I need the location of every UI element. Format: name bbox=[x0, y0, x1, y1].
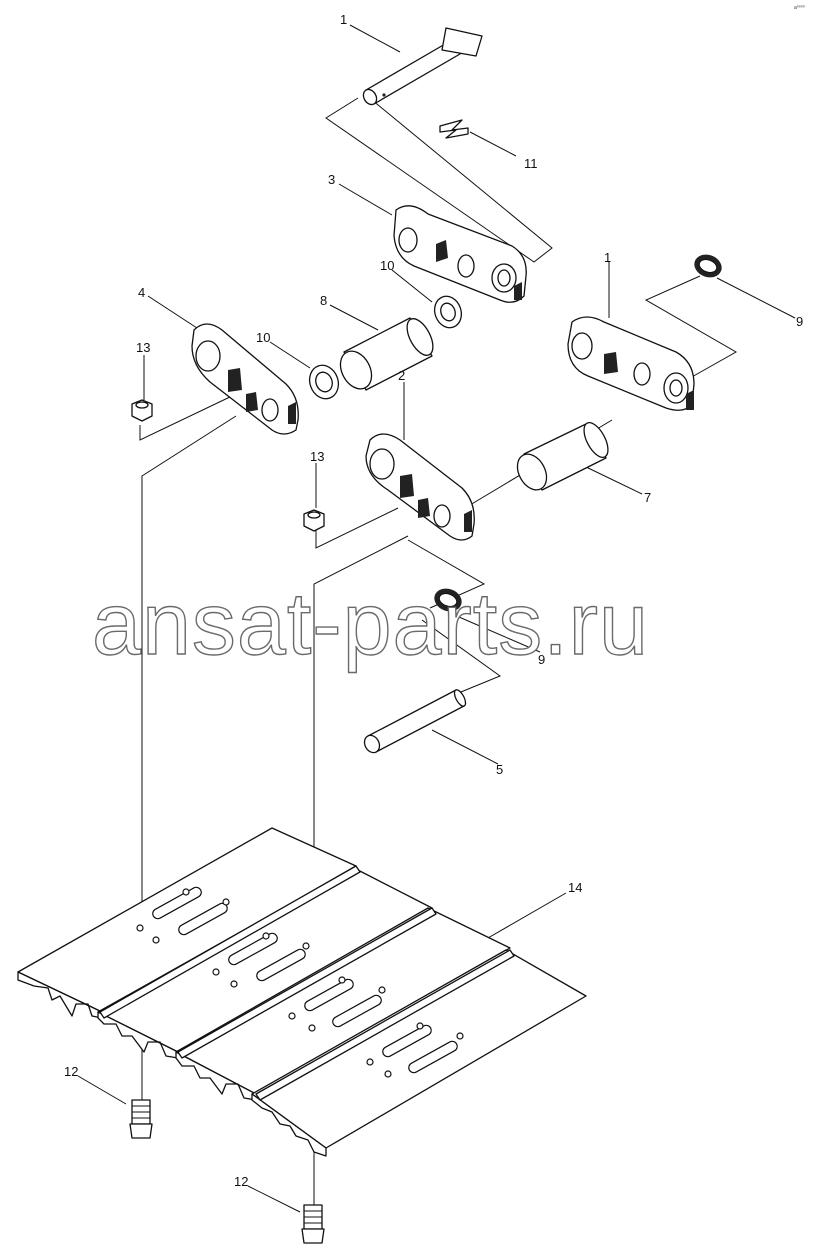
part-13-nut-middle bbox=[303, 509, 325, 532]
part-9-washer-middle bbox=[434, 588, 462, 612]
callout-5: 5 bbox=[496, 762, 503, 777]
callout-2: 2 bbox=[398, 368, 405, 383]
callout-13b: 13 bbox=[310, 449, 324, 464]
part-8-bushing bbox=[339, 317, 434, 391]
callout-12a: 12 bbox=[64, 1064, 78, 1079]
callout-6: 1 bbox=[340, 12, 347, 27]
part-2-link bbox=[365, 433, 475, 541]
part-14-track-shoes bbox=[17, 827, 587, 1157]
part-12-bolt-bottom bbox=[301, 1204, 325, 1244]
callout-11: 11 bbox=[524, 156, 538, 171]
corner-code: a⁰⁰⁰⁰ bbox=[794, 5, 805, 11]
callout-7: 7 bbox=[644, 490, 651, 505]
part-1-link bbox=[567, 316, 695, 411]
callout-12b: 12 bbox=[234, 1174, 248, 1189]
watermark-text: ansat-parts.ru bbox=[92, 574, 649, 673]
callout-14: 14 bbox=[568, 880, 582, 895]
part-5-pin bbox=[363, 689, 467, 754]
part-6-pin bbox=[362, 27, 483, 106]
callout-1: 1 bbox=[604, 250, 611, 265]
callout-3: 3 bbox=[328, 172, 335, 187]
part-11-clip bbox=[439, 119, 469, 139]
callout-9a: 9 bbox=[796, 314, 803, 329]
callout-10a: 10 bbox=[380, 258, 394, 273]
callout-8: 8 bbox=[320, 293, 327, 308]
part-3-link bbox=[393, 205, 527, 303]
part-12-bolt-left bbox=[129, 1099, 153, 1139]
callout-9b: 9 bbox=[538, 652, 545, 667]
callout-13a: 13 bbox=[136, 340, 150, 355]
part-13-nut-top bbox=[131, 399, 153, 422]
callout-4: 4 bbox=[138, 285, 145, 300]
callout-labels: 1 11 3 10 1 9 4 8 10 13 2 13 7 9 5 14 12… bbox=[64, 12, 803, 1189]
part-9-washer-top bbox=[694, 254, 722, 278]
part-7-bushing bbox=[516, 422, 609, 491]
part-10-spacer-top bbox=[433, 295, 463, 329]
part-4-link bbox=[191, 323, 299, 435]
part-10-spacer-left bbox=[308, 364, 340, 400]
callout-10b: 10 bbox=[256, 330, 270, 345]
